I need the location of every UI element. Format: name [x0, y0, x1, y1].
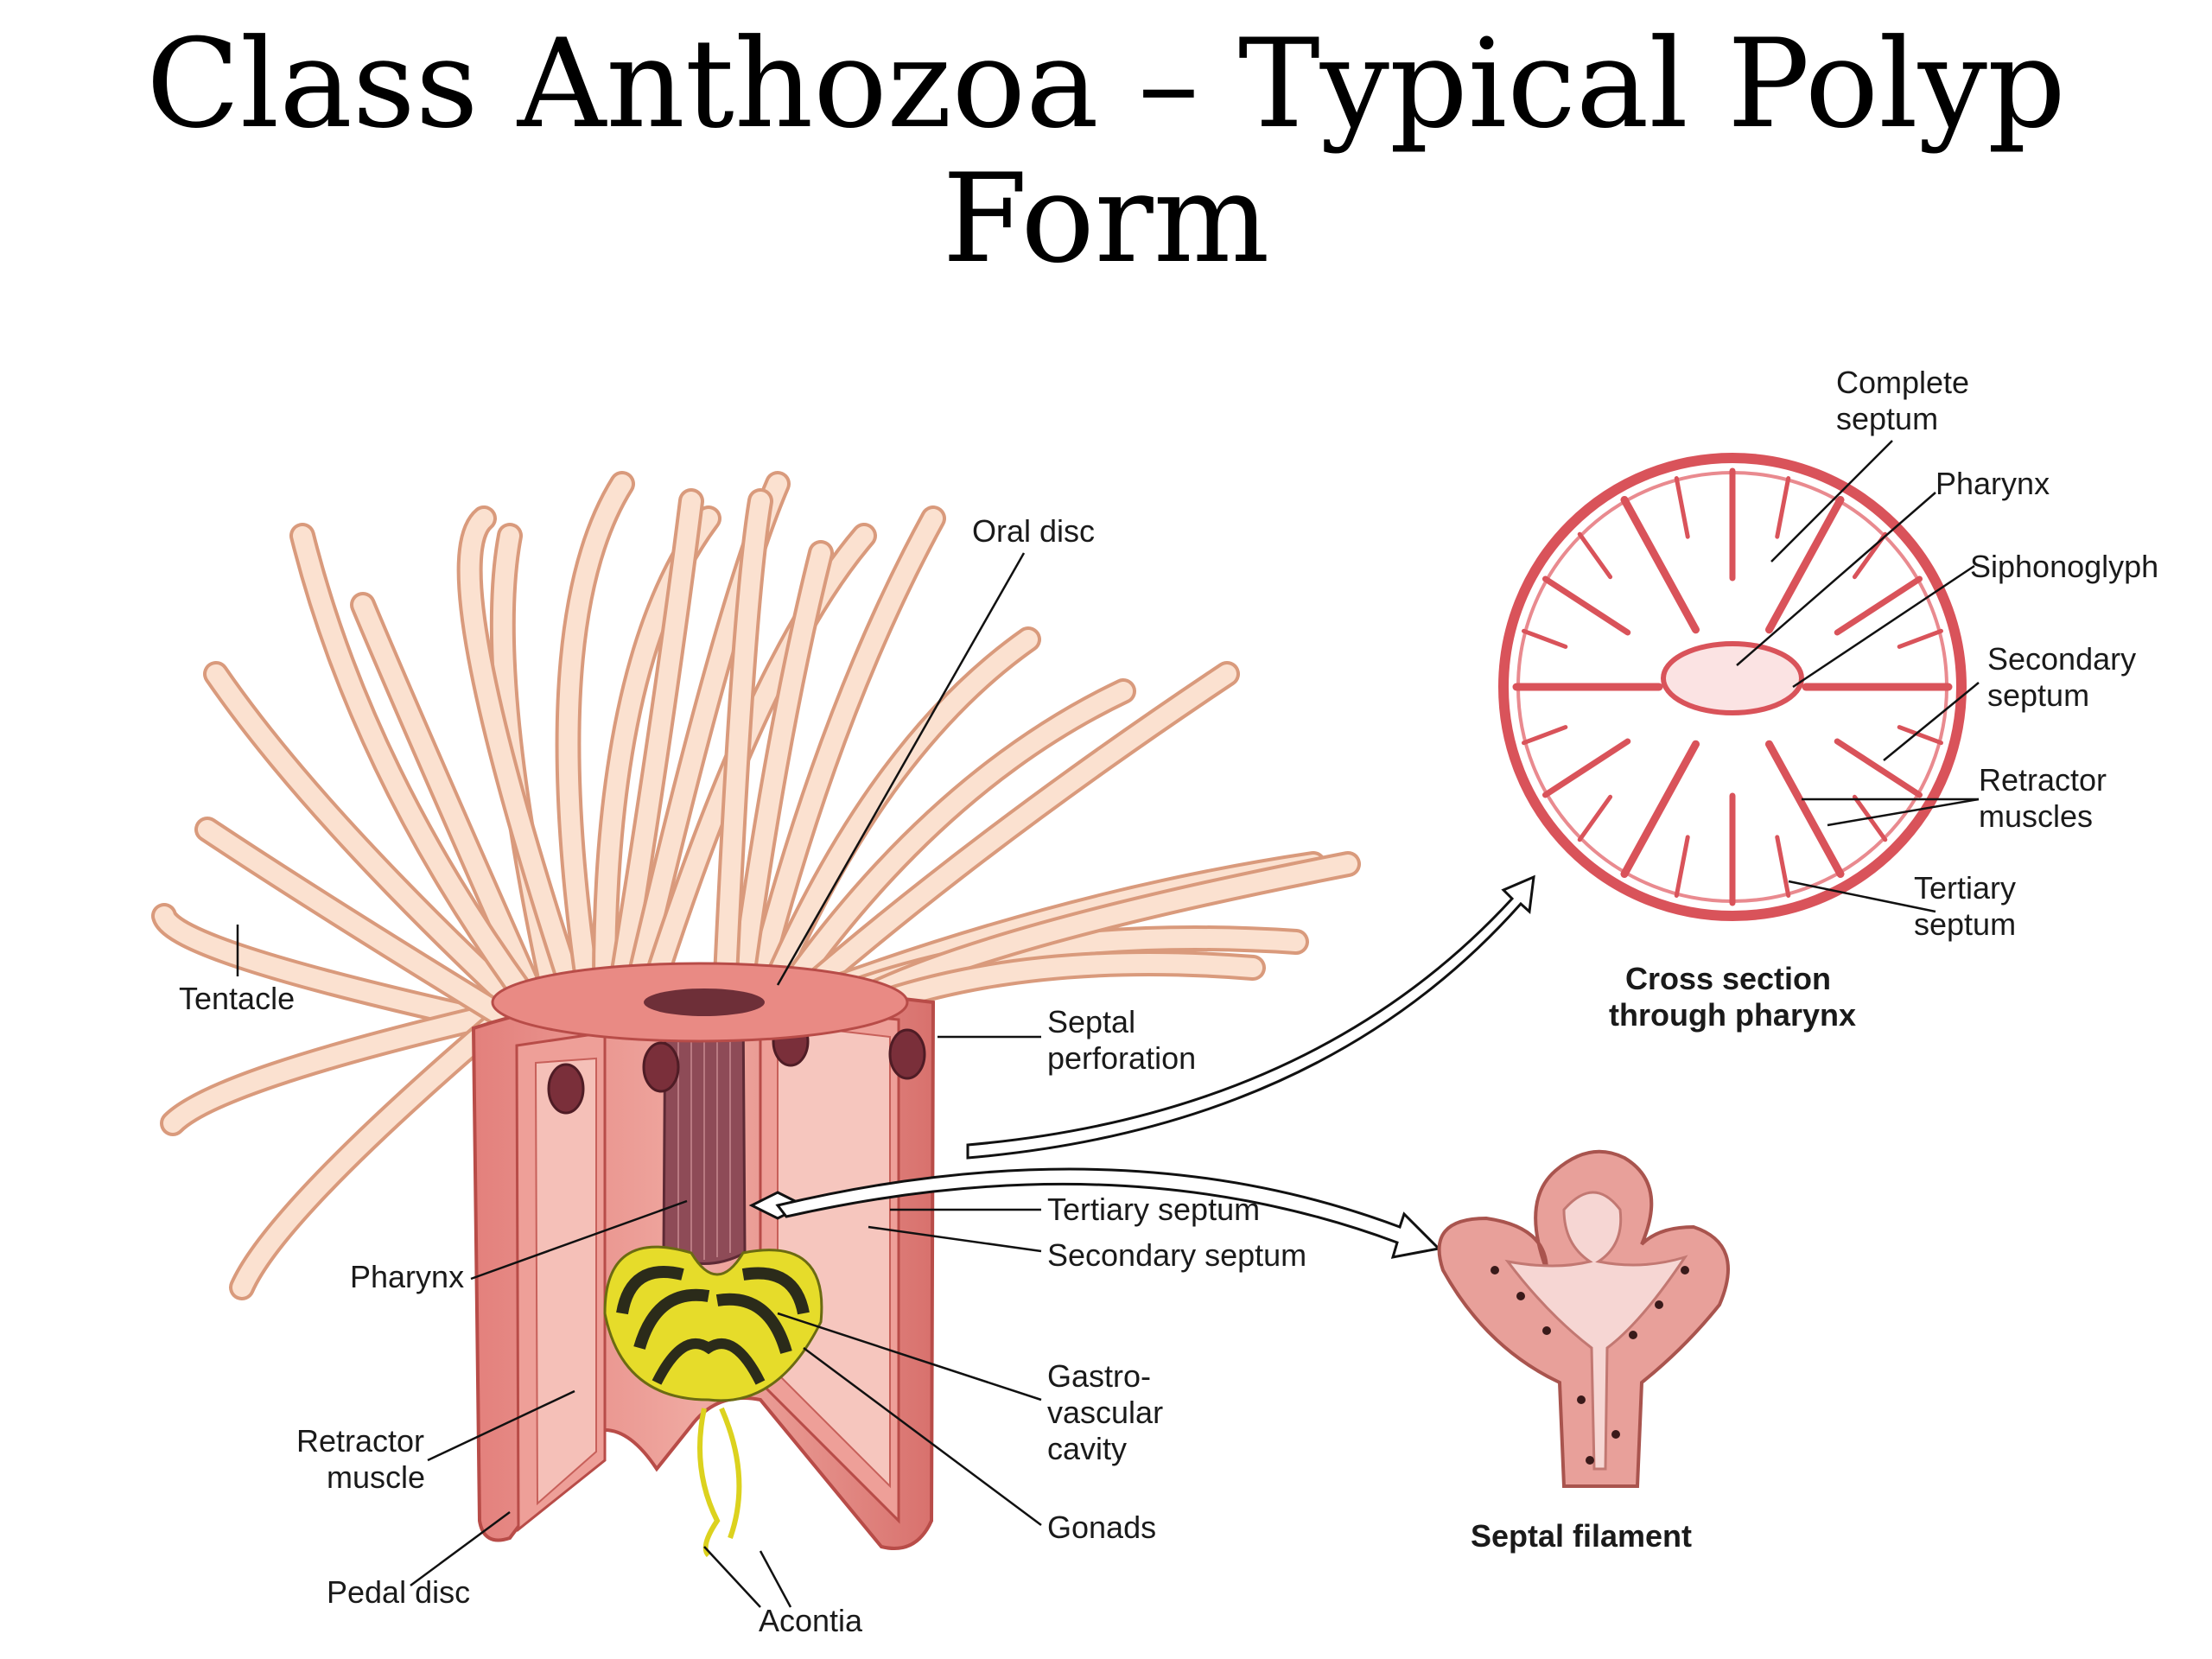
label-cs-secondary-septum: Secondary septum — [1987, 641, 2145, 713]
secondary-septum — [1541, 738, 1631, 798]
label-pedal-disc: Pedal disc — [327, 1574, 470, 1610]
tentacle-fill — [872, 954, 1262, 1012]
leader-lines — [236, 440, 1980, 1608]
label-retractor-muscles: Retractor muscles — [1979, 762, 2115, 834]
tentacle-fill — [198, 820, 511, 1025]
label-retractor-muscle: Retractor muscle — [296, 1423, 433, 1495]
tentacle-fill — [155, 906, 493, 1029]
label-cs-pharynx: Pharynx — [1936, 466, 2050, 501]
cross-pharynx — [1661, 641, 1804, 715]
label-pharynx: Pharynx — [350, 1259, 464, 1294]
label-cs-tertiary-septum: Tertiary septum — [1914, 870, 2024, 942]
tentacle-fill — [207, 664, 528, 1016]
secondary-septum — [1541, 575, 1631, 636]
label-complete-septum: Complete septum — [1836, 365, 1978, 436]
arrow-to-cross-section — [966, 874, 1535, 1160]
label-gonads: Gonads — [1047, 1510, 1156, 1545]
tertiary-septum — [1522, 725, 1568, 746]
label-secondary-septum: Secondary septum — [1047, 1237, 1306, 1273]
complete-septum — [1765, 740, 1845, 879]
caption-septal-filament: Septal filament — [1471, 1518, 1692, 1554]
tentacle-fill — [855, 855, 1357, 1007]
complete-septum — [1620, 740, 1700, 879]
cross-section — [1498, 453, 1967, 921]
tertiary-septum — [1775, 476, 1791, 539]
tentacle-fill — [647, 526, 874, 986]
label-siphonoglyph: Siphonoglyph — [1970, 549, 2158, 584]
secondary-septum — [1834, 738, 1923, 798]
tertiary-septum — [1577, 794, 1613, 842]
polyp-body — [471, 962, 936, 1558]
tentacle-fill — [293, 526, 545, 1020]
tentacle-fill — [613, 492, 701, 986]
label-tertiary-septum: Tertiary septum — [1047, 1192, 1260, 1227]
tentacles — [151, 471, 1361, 1300]
septal-filament — [1437, 1149, 1730, 1488]
tentacle-fill — [716, 492, 770, 986]
label-acontia: Acontia — [759, 1603, 863, 1638]
complete-septum — [1620, 495, 1700, 634]
label-gastrovascular-cavity: Gastro- vascular cavity — [1047, 1358, 1172, 1466]
tentacle-fill — [353, 595, 545, 1012]
caption-cross-section: Cross section through pharynx — [1609, 961, 1856, 1033]
tertiary-septum — [1897, 628, 1943, 649]
label-septal-perforation: Septal perforation — [1047, 1004, 1196, 1076]
tertiary-septum — [1577, 531, 1613, 580]
tertiary-septum — [1674, 476, 1690, 539]
tertiary-septum — [1674, 835, 1690, 898]
acontia — [697, 1407, 742, 1558]
tentacle-fill — [803, 664, 1236, 995]
tentacle-fill — [558, 474, 632, 995]
tentacle-fill — [460, 509, 580, 995]
complete-septum — [1765, 495, 1845, 634]
tentacle-fill — [768, 630, 1038, 986]
tentacle-fill — [751, 509, 943, 986]
page-title: Class Anthozoa – Typical Polyp Form — [146, 13, 2066, 291]
tentacle-fill — [163, 1006, 502, 1133]
gonads — [603, 1245, 823, 1402]
septa — [1512, 467, 1953, 906]
secondary-septum — [1834, 575, 1923, 636]
label-oral-disc: Oral disc — [972, 513, 1095, 549]
tentacle-fill — [232, 1001, 519, 1297]
tentacle-fill — [785, 682, 1133, 990]
tertiary-septum — [1522, 628, 1568, 649]
tertiary-septum — [1897, 725, 1943, 746]
label-tentacle: Tentacle — [179, 981, 295, 1016]
tentacle-fill — [734, 543, 830, 986]
tertiary-septum — [1775, 835, 1791, 898]
